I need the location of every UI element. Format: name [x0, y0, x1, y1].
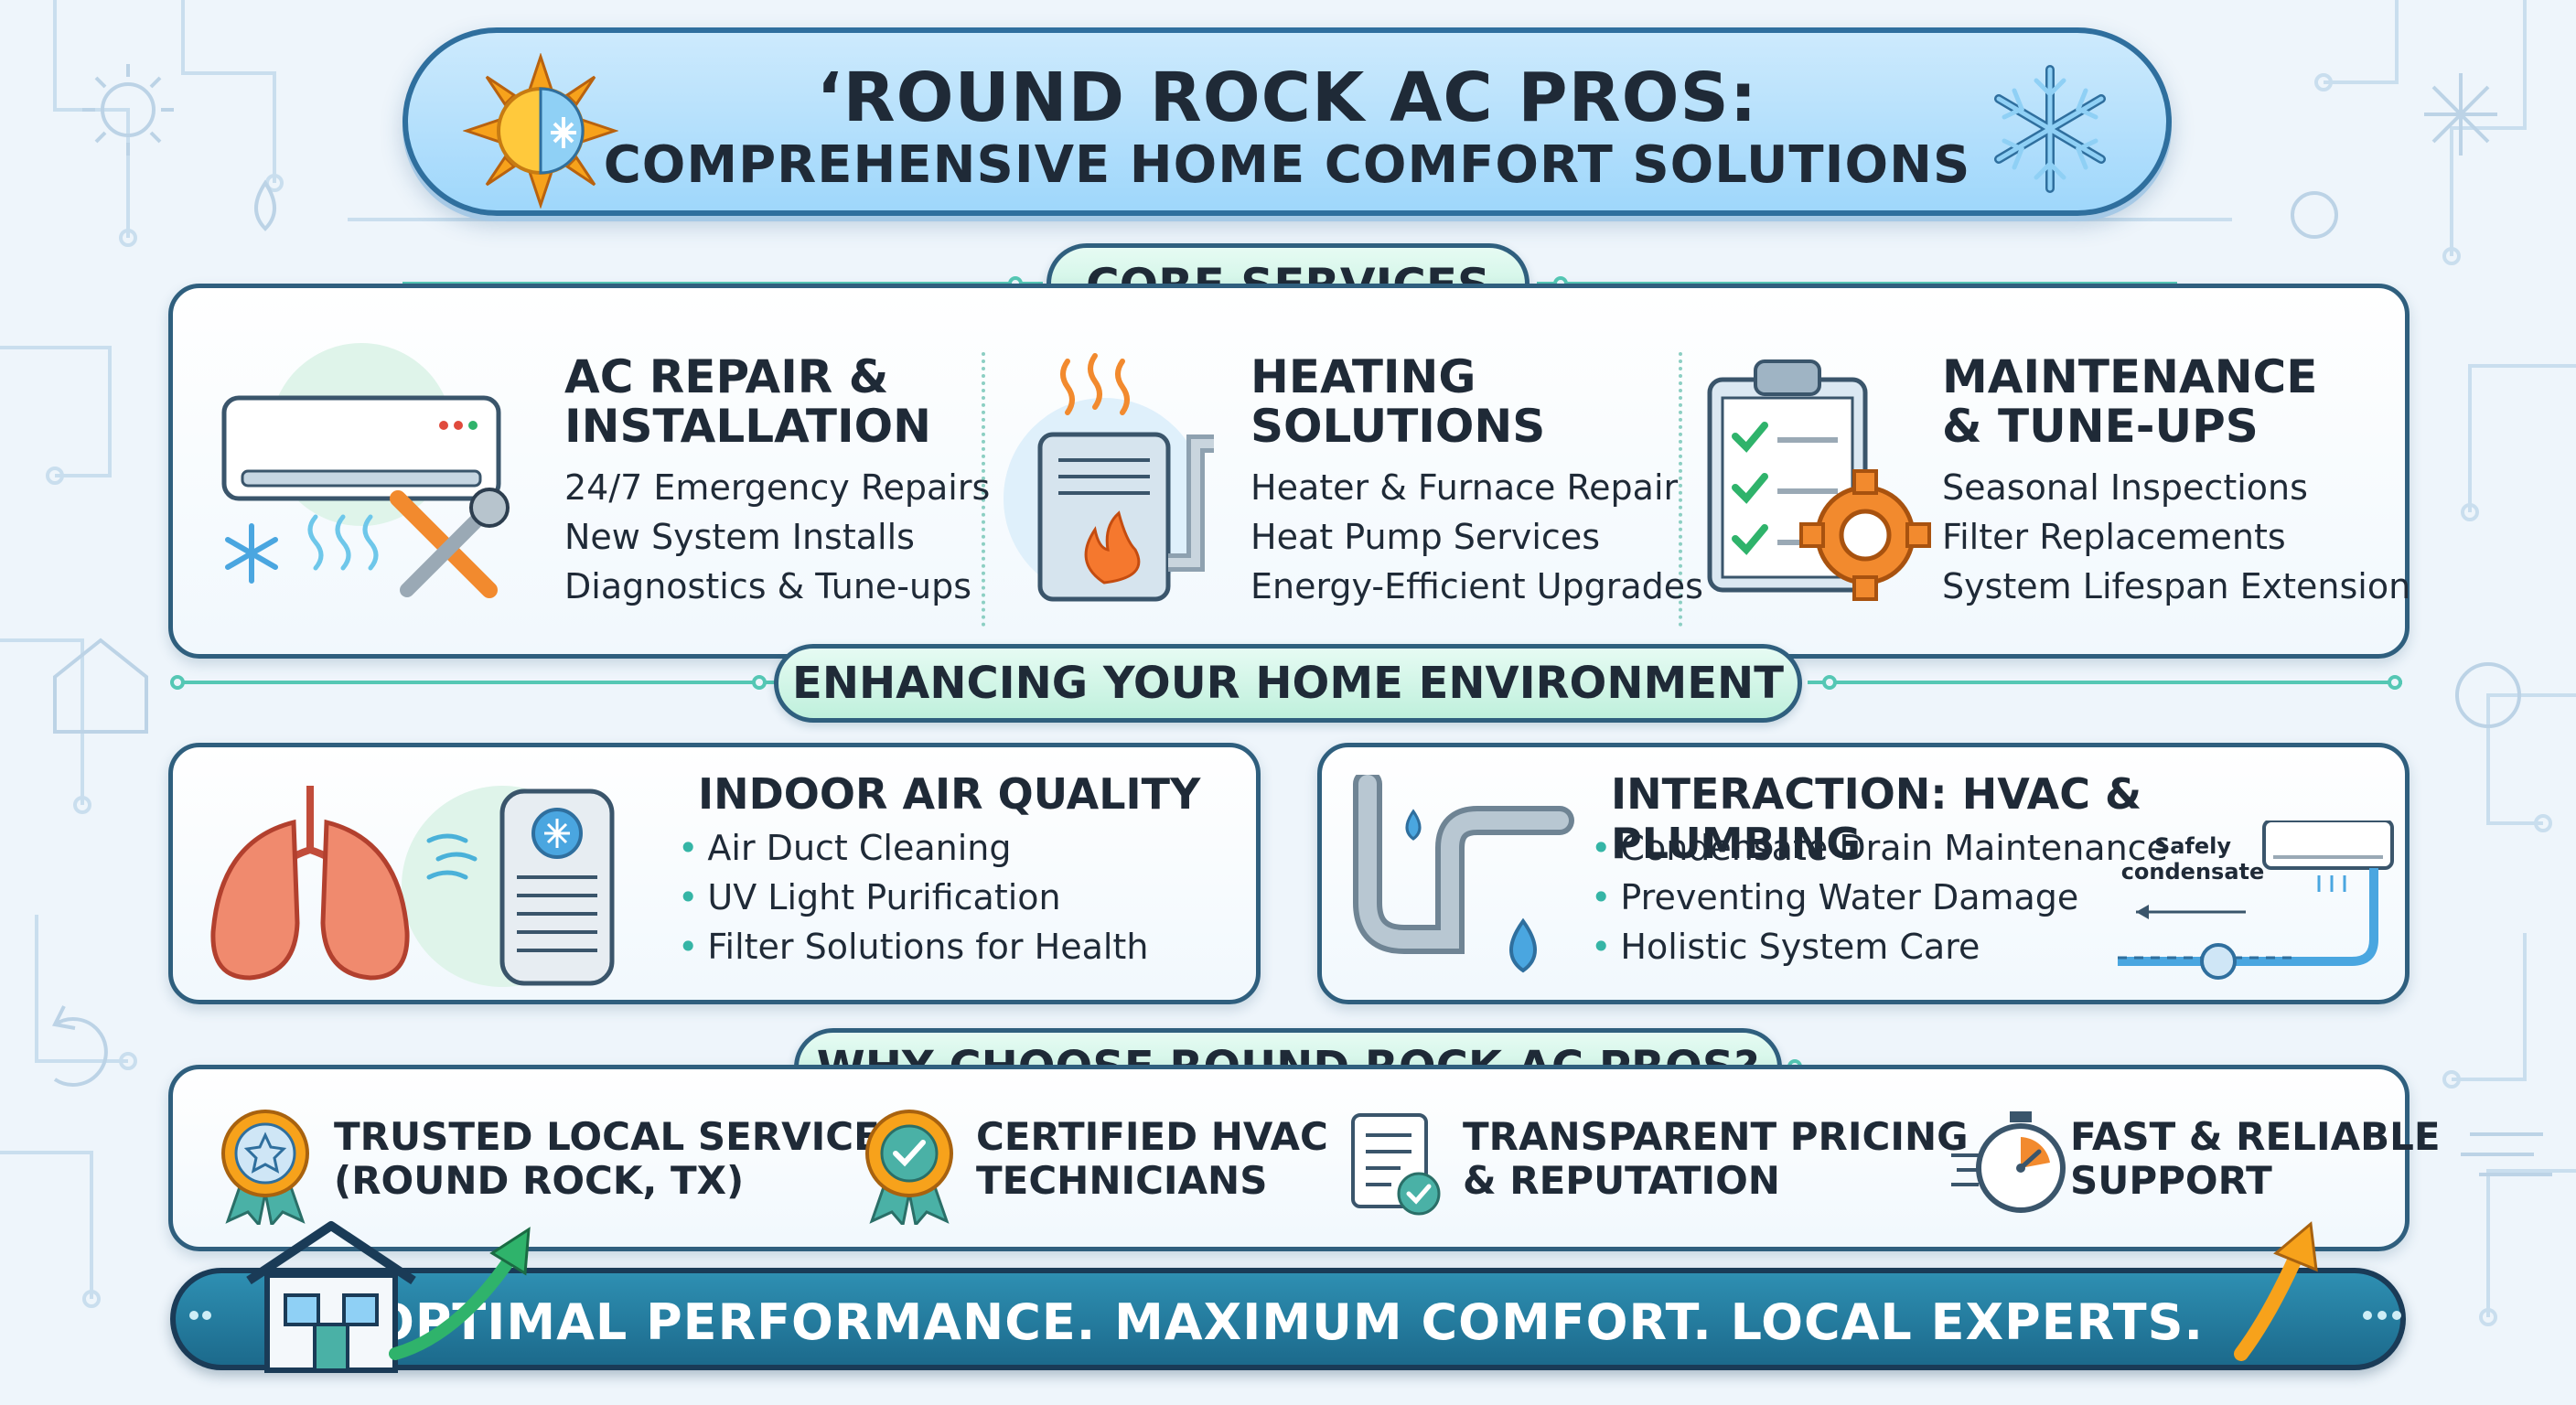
reason-4-line-1: FAST & RELIABLE — [2070, 1114, 2441, 1159]
plumbing-item-3: Holistic System Care — [1620, 927, 1980, 967]
title-line-1: ‘ROUND ROCK AC PROS: — [816, 59, 1758, 137]
title-banner: ‘ROUND ROCK AC PROS: COMPREHENSIVE HOME … — [402, 27, 2172, 216]
maintenance-item-1: Seasonal Inspections — [1942, 467, 2308, 508]
reason-2-line-2: TECHNICIANS — [976, 1158, 1268, 1203]
reason-3-line-1: TRANSPARENT PRICING — [1463, 1114, 1969, 1159]
heating-item-1: Heater & Furnace Repair — [1250, 467, 1679, 508]
air-quality-item-1: Air Duct Cleaning — [707, 828, 1012, 868]
footer-tagline: OPTIMAL PERFORMANCE. MAXIMUM COMFORT. LO… — [371, 1293, 2205, 1351]
ac-repair-title-line-2: INSTALLATION — [564, 400, 931, 453]
ac-repair-item-1: 24/7 Emergency Repairs — [564, 467, 991, 508]
star-badge-icon — [221, 1110, 309, 1225]
ac-repair-item-2: New System Installs — [564, 517, 915, 557]
indoor-air-panel: INDOOR AIR QUALITY •Air Duct Cleaning •U… — [168, 743, 1261, 1004]
heating-item-2: Heat Pump Services — [1250, 517, 1601, 557]
bullet-icon: • — [678, 927, 699, 967]
ac-repair-title-line-1: AC REPAIR & — [564, 350, 889, 403]
pipes-water-drop-icon — [1353, 775, 1574, 973]
why-choose-panel: TRUSTED LOCAL SERVICE (ROUND ROCK, TX) C… — [168, 1065, 2441, 1251]
maintenance-title-line-1: MAINTENANCE — [1942, 350, 2318, 403]
plumbing-item-2: Preventing Water Damage — [1620, 877, 2079, 917]
check-badge-icon — [865, 1110, 953, 1225]
air-quality-item-2: UV Light Purification — [707, 877, 1061, 917]
upward-arrow-icon — [2234, 1221, 2318, 1361]
reason-3-line-2: & REPUTATION — [1463, 1158, 1780, 1203]
condensate-label-line-2: condensate — [2121, 859, 2265, 885]
stopwatch-icon — [1951, 1111, 2066, 1213]
maintenance-title-line-2: & TUNE-UPS — [1942, 400, 2259, 453]
ac-repair-item-3: Diagnostics & Tune-ups — [564, 566, 971, 606]
condensate-drain-diagram: Safely condensate — [2118, 820, 2394, 980]
environment-heading: ENHANCING YOUR HOME ENVIRONMENT — [774, 644, 1802, 723]
lungs-air-purifier-icon — [210, 786, 615, 987]
house-arrow-icon — [246, 1221, 531, 1373]
air-quality-item-3: Filter Solutions for Health — [707, 927, 1149, 967]
bullet-icon: • — [1591, 828, 1612, 868]
air-quality-title: INDOOR AIR QUALITY — [698, 769, 1201, 819]
reason-4-line-2: SUPPORT — [2070, 1158, 2272, 1203]
bullet-icon: • — [678, 828, 699, 868]
air-conditioner-wrench-icon — [221, 343, 510, 598]
plumbing-title: INTERACTION: HVAC & PLUMBING — [1611, 769, 2142, 868]
heating-title-line-2: SOLUTIONS — [1250, 400, 1546, 453]
condensate-label-line-1: Safely — [2154, 833, 2231, 859]
heating-title-line-1: HEATING — [1250, 350, 1476, 403]
dots-icon — [189, 1311, 211, 1320]
document-check-icon — [1351, 1113, 1441, 1216]
reason-1-line-2: (ROUND ROCK, TX) — [334, 1158, 745, 1203]
reason-2-line-1: CERTIFIED HVAC — [976, 1114, 1328, 1159]
maintenance-item-2: Filter Replacements — [1942, 517, 2286, 557]
snowflake-icon — [1994, 65, 2106, 193]
sun-icon — [463, 53, 618, 209]
bullet-icon: • — [1591, 927, 1612, 967]
plumbing-item-1: Condensate Drain Maintenance — [1620, 828, 2168, 868]
title-line-2: COMPREHENSIVE HOME COMFORT SOLUTIONS — [603, 135, 1971, 195]
dots-icon — [2363, 1311, 2401, 1320]
furnace-flame-icon — [1004, 353, 1214, 602]
clipboard-gear-icon — [1707, 359, 1931, 601]
maintenance-item-3: System Lifespan Extension — [1942, 566, 2411, 606]
bullet-icon: • — [678, 877, 699, 917]
core-services-panel: AC REPAIR & INSTALLATION 24/7 Emergency … — [168, 284, 2410, 659]
reason-1-line-1: TRUSTED LOCAL SERVICE — [334, 1114, 880, 1159]
footer-banner: OPTIMAL PERFORMANCE. MAXIMUM COMFORT. LO… — [170, 1268, 2406, 1370]
heating-item-3: Energy-Efficient Upgrades — [1250, 566, 1703, 606]
bullet-icon: • — [1591, 877, 1612, 917]
hvac-plumbing-panel: INTERACTION: HVAC & PLUMBING •Condensate… — [1317, 743, 2410, 1004]
